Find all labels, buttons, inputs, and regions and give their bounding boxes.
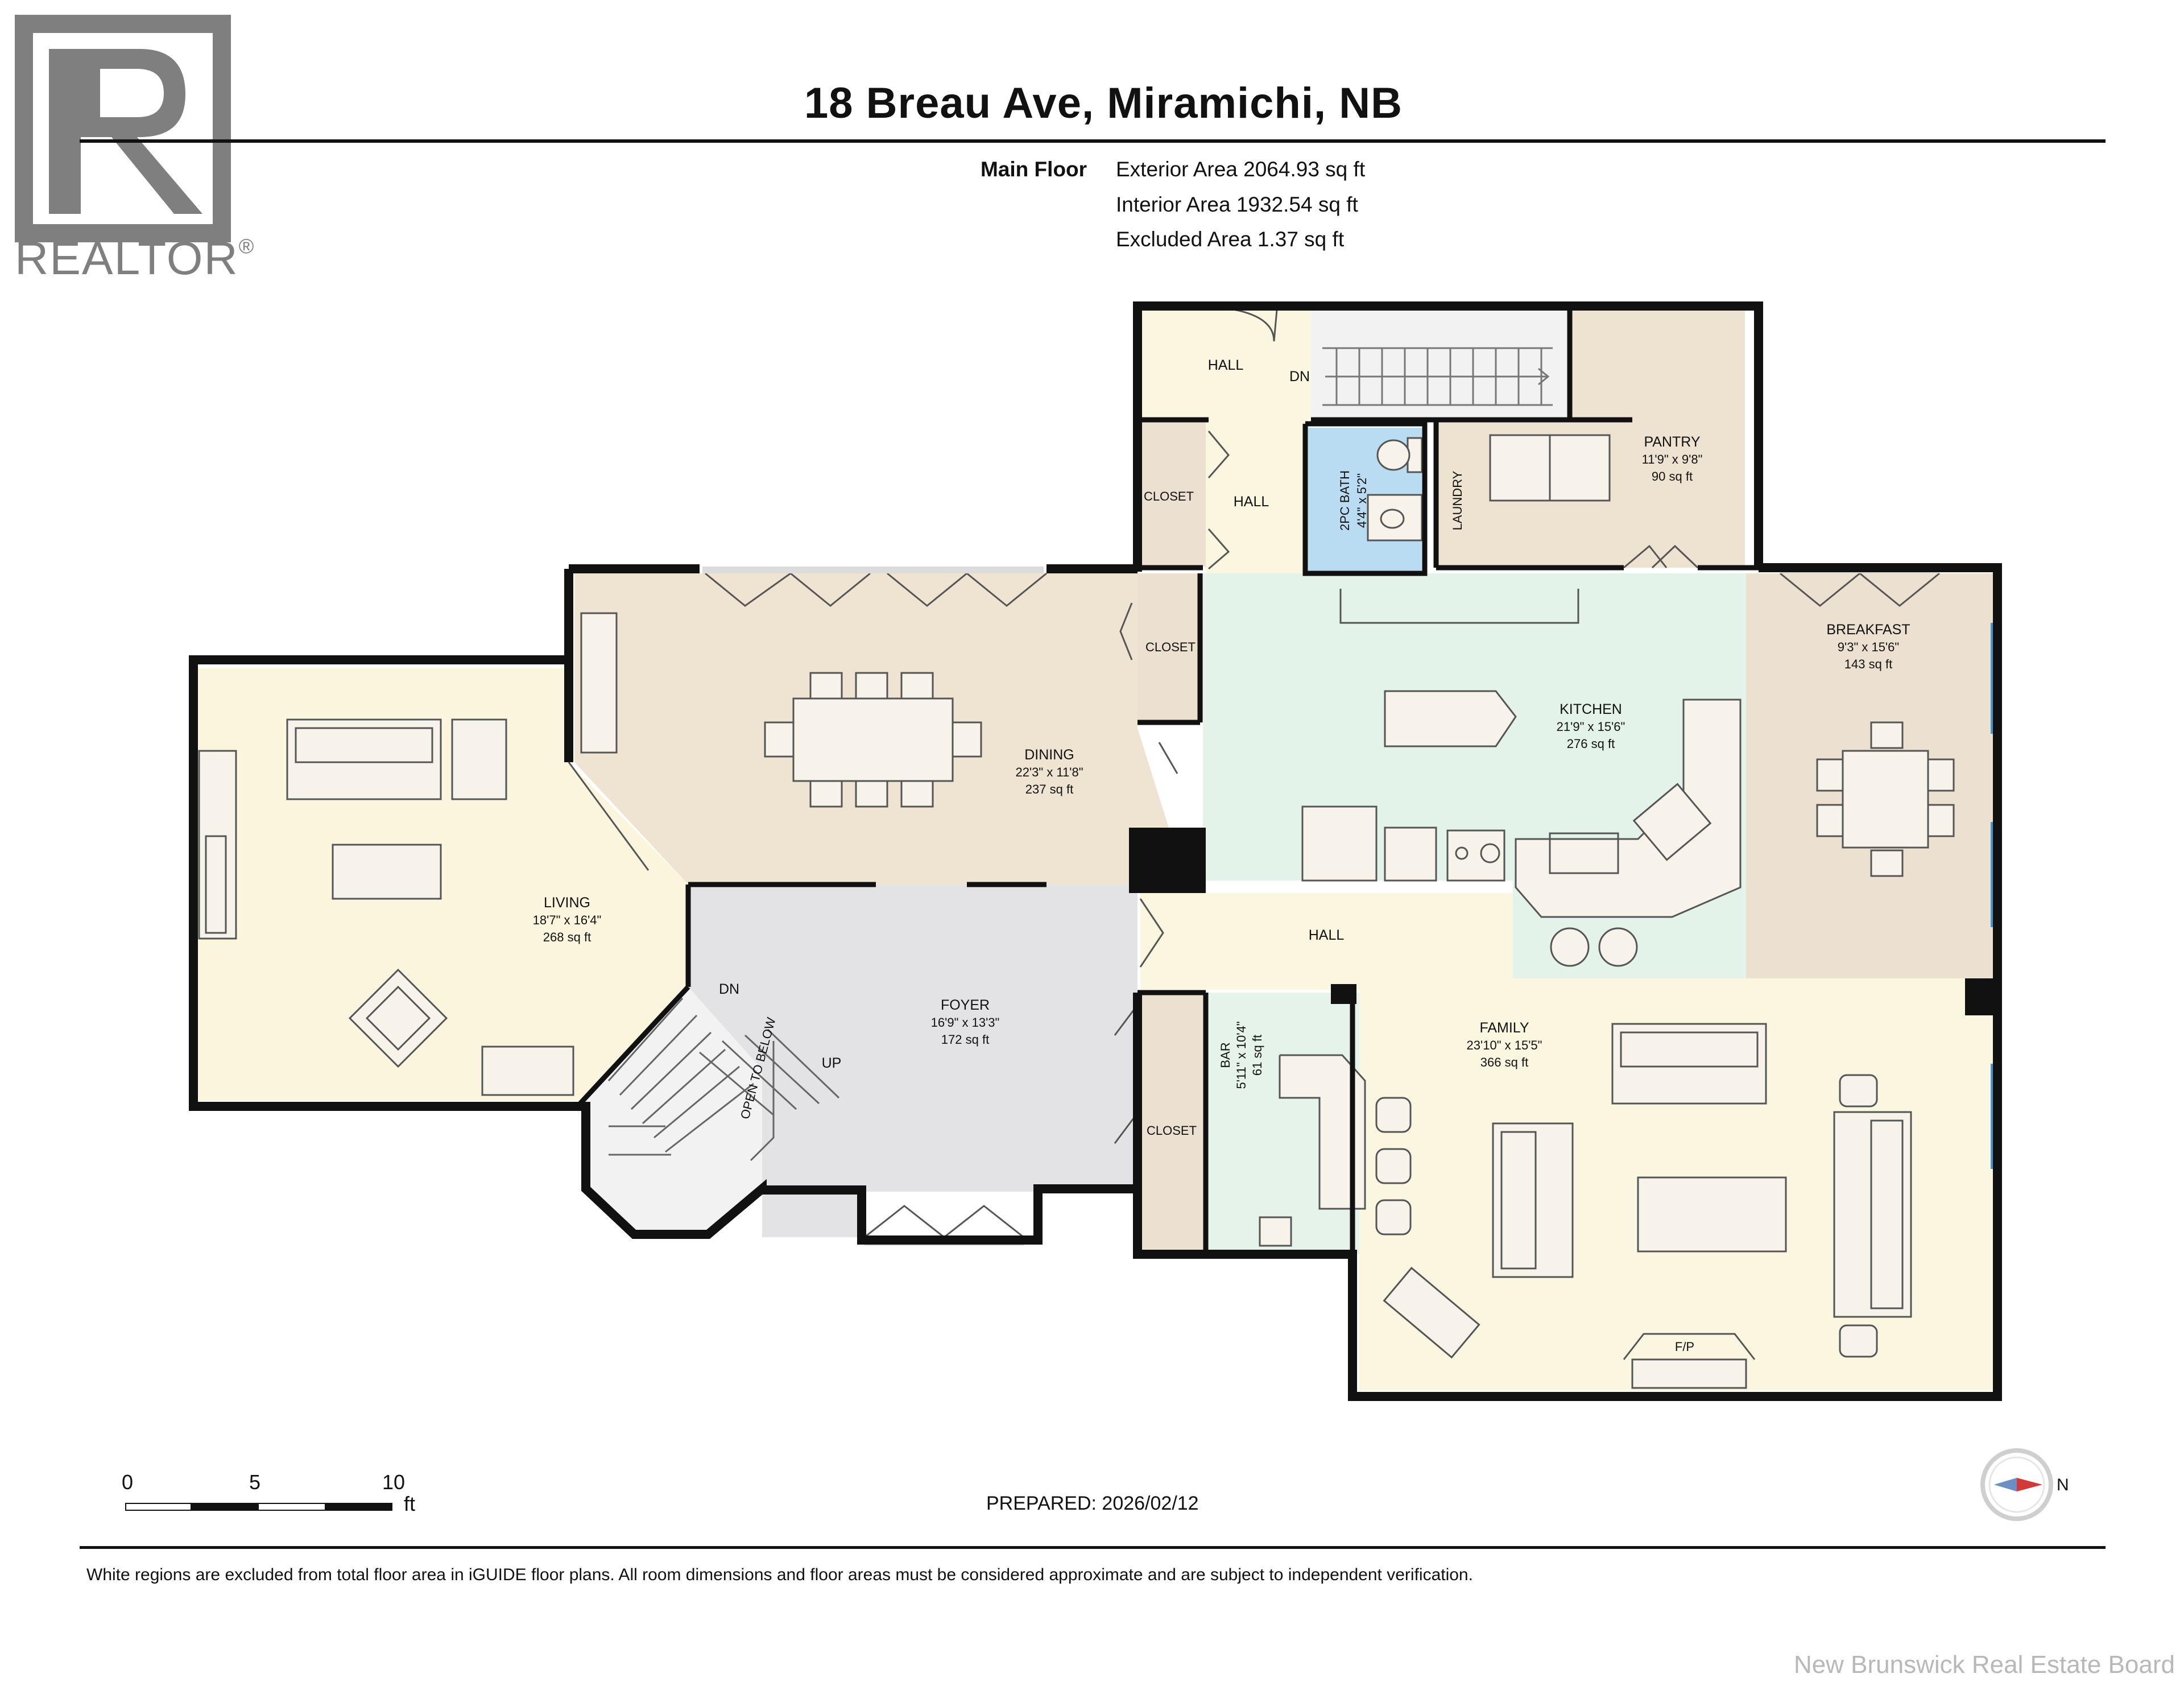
fill-hall-top xyxy=(1140,307,1311,420)
furniture xyxy=(198,434,1955,1389)
sofa-family-left xyxy=(1492,1122,1574,1278)
room-dining-area: 237 sq ft xyxy=(1025,782,1073,796)
lower-stairs xyxy=(607,997,840,1162)
room-pantry: PANTRY xyxy=(1644,434,1700,450)
room-bar: BAR xyxy=(1218,1042,1232,1068)
room-pantry-dims: 11'9" x 9'8" xyxy=(1642,452,1703,466)
room-foyer: FOYER xyxy=(941,997,990,1013)
room-living-area: 268 sq ft xyxy=(543,930,591,944)
exterior-area: Exterior Area 2064.93 sq ft xyxy=(1116,158,1366,181)
scale-tick-5: 5 xyxy=(249,1470,261,1494)
room-kitchen-area: 276 sq ft xyxy=(1567,737,1615,751)
top-stairs xyxy=(1322,347,1553,406)
washer xyxy=(1489,434,1551,502)
room-hall-center: HALL xyxy=(1309,927,1345,943)
sofa-back-living xyxy=(295,727,433,763)
chair-living xyxy=(451,718,507,800)
room-family-area: 366 sq ft xyxy=(1480,1055,1528,1069)
fill-stairs-top xyxy=(1311,307,1570,420)
excluded-area: Excluded Area 1.37 sq ft xyxy=(1116,228,1345,251)
coffee-table-living xyxy=(332,844,442,900)
sofa-family-right xyxy=(1833,1111,1912,1318)
fireplace-insert xyxy=(205,835,227,934)
board-watermark: New Brunswick Real Estate Board xyxy=(1793,1651,2175,1679)
sofa-living xyxy=(286,718,442,800)
room-bar-area: 61 sq ft xyxy=(1250,1035,1264,1076)
wall-column xyxy=(1129,828,1206,893)
fireplace-living xyxy=(198,750,237,940)
room-closet-2: CLOSET xyxy=(1145,640,1196,654)
sideboard-dining xyxy=(580,612,618,754)
scale-bar: 0 5 10 ft xyxy=(119,1470,427,1516)
sofa-family-top xyxy=(1611,1023,1767,1105)
room-living-dims: 18'7" x 16'4" xyxy=(533,913,602,927)
disclaimer-text: White regions are excluded from total fl… xyxy=(86,1565,1473,1584)
kitchen-counter xyxy=(1339,589,1579,624)
fill-foyer xyxy=(688,885,1138,1237)
scale-unit: ft xyxy=(404,1492,416,1515)
fill-closet-1 xyxy=(1140,420,1206,567)
room-foyer-area: 172 sq ft xyxy=(941,1032,989,1047)
compass-icon: N xyxy=(1977,1444,2069,1535)
room-hall-mid: HALL xyxy=(1234,494,1269,510)
room-closet-1: CLOSET xyxy=(1144,489,1194,503)
room-breakfast-dims: 9'3" x 15'6" xyxy=(1838,640,1899,654)
armchair-living xyxy=(348,968,448,1068)
doors xyxy=(568,306,1940,1238)
fireplace-family xyxy=(1631,1358,1747,1389)
title-rule xyxy=(80,139,2106,143)
realtor-wordmark: REALTOR® xyxy=(15,233,255,284)
room-bath: 2PC BATH xyxy=(1338,470,1352,531)
room-kitchen: KITCHEN xyxy=(1560,701,1622,717)
interior-walls xyxy=(578,306,1759,1254)
breakfast-table xyxy=(1842,750,1929,849)
floor-label: Main Floor xyxy=(981,158,1087,181)
room-laundry: LAUNDRY xyxy=(1450,470,1465,530)
label-fireplace: F/P xyxy=(1675,1340,1694,1354)
footer-rule xyxy=(80,1546,2106,1549)
room-family-dims: 23'10" x 15'5" xyxy=(1467,1038,1542,1052)
label-stairs-dn: DN xyxy=(719,981,739,997)
label-stairs-up: UP xyxy=(822,1055,842,1071)
scale-tick-10: 10 xyxy=(382,1470,406,1494)
label-stair-dn: DN xyxy=(1289,369,1310,385)
fill-closet-2 xyxy=(1138,573,1203,720)
fill-hall-center xyxy=(1140,893,1513,990)
fill-closet-3 xyxy=(1140,993,1206,1254)
wall-column xyxy=(1331,984,1356,1004)
wall-column xyxy=(1965,978,1997,1015)
room-closet-3: CLOSET xyxy=(1147,1123,1197,1138)
console-living xyxy=(481,1046,574,1096)
realtor-logo xyxy=(15,15,231,242)
compass-north-label: N xyxy=(2057,1476,2069,1494)
room-foyer-dims: 16'9" x 13'3" xyxy=(931,1015,1000,1030)
scale-tick-0: 0 xyxy=(122,1470,134,1494)
fill-hall-mid xyxy=(1206,420,1308,573)
room-hall-top: HALL xyxy=(1208,357,1244,373)
room-breakfast-area: 143 sq ft xyxy=(1844,657,1892,671)
room-pantry-area: 90 sq ft xyxy=(1652,469,1693,484)
interior-area: Interior Area 1932.54 sq ft xyxy=(1116,193,1358,216)
fill-stair-lower xyxy=(586,987,762,1234)
room-kitchen-dims: 21'9" x 15'6" xyxy=(1557,720,1625,734)
room-dining-dims: 22'3" x 11'8" xyxy=(1015,765,1083,779)
bar-counter xyxy=(1279,1054,1366,1210)
room-dining: DINING xyxy=(1024,747,1074,763)
prepared-date: PREPARED: 2026/02/12 xyxy=(986,1493,1199,1514)
walls xyxy=(189,301,2002,1401)
dryer xyxy=(1549,434,1611,502)
scale-frame xyxy=(125,1503,392,1511)
kitchen-sink xyxy=(1549,832,1619,874)
room-living: LIVING xyxy=(544,895,590,911)
room-bar-dims: 5'11" x 10'4" xyxy=(1234,1021,1248,1089)
room-breakfast: BREAKFAST xyxy=(1826,622,1910,638)
property-address: 18 Breau Ave, Miramichi, NB xyxy=(804,79,1403,127)
room-bath-dims: 4'4" x 5'2" xyxy=(1355,473,1369,528)
dining-table xyxy=(792,697,954,782)
room-family: FAMILY xyxy=(1479,1020,1529,1036)
coffee-table-family xyxy=(1637,1176,1787,1253)
kitchen-island xyxy=(1384,690,1517,747)
